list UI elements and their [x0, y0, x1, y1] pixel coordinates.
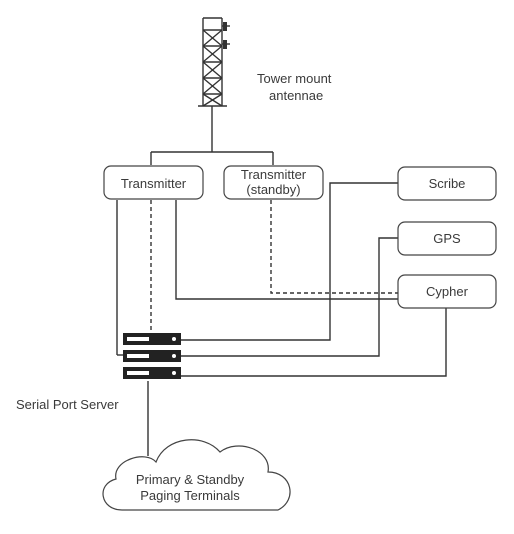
paging-terminals-cloud: Primary & Standby Paging Terminals [102, 439, 291, 511]
tower-antenna-icon [198, 17, 230, 107]
transmitter-standby-node: Transmitter (standby) [223, 165, 324, 200]
antenna-label-line2: antennae [269, 88, 323, 103]
connection-lines [116, 182, 447, 456]
scribe-label: Scribe [429, 176, 466, 191]
transmitter-node: Transmitter [103, 165, 204, 200]
serial-port-server-icon [123, 333, 181, 379]
antenna-bus [150, 106, 274, 165]
antenna-label-line1: Tower mount [257, 71, 332, 86]
scribe-node: Scribe [397, 166, 497, 201]
cypher-node: Cypher [397, 274, 497, 309]
transmitter-standby-label-line2: (standby) [246, 182, 300, 197]
transmitter-label: Transmitter [121, 176, 187, 191]
gps-node: GPS [397, 221, 497, 256]
serial-port-server-label: Serial Port Server [16, 397, 119, 412]
terminals-label-line1: Primary & Standby [136, 472, 245, 487]
cypher-label: Cypher [426, 284, 469, 299]
gps-label: GPS [433, 231, 461, 246]
transmitter-standby-label-line1: Transmitter [241, 167, 307, 182]
terminals-label-line2: Paging Terminals [140, 488, 240, 503]
